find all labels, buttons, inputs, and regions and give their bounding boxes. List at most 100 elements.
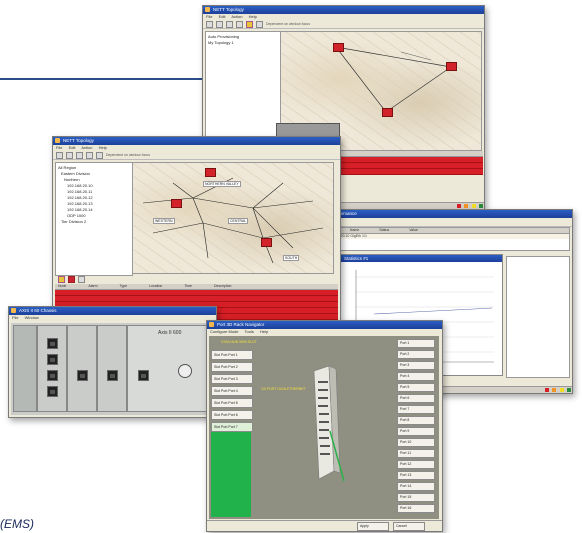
tree-item[interactable]: 192.168.20.10 (67, 183, 93, 188)
menu-file[interactable]: File (206, 14, 213, 19)
port-button[interactable]: Port 10 (397, 438, 435, 447)
column-header[interactable]: Value (409, 228, 418, 232)
ethernet-port[interactable] (47, 354, 58, 365)
save-icon[interactable] (76, 151, 83, 159)
table-row[interactable] (340, 169, 483, 175)
column-header[interactable]: Alarm (88, 284, 98, 288)
menu-action[interactable]: Action (81, 145, 93, 150)
column-header[interactable]: Time (184, 284, 192, 288)
ethernet-port[interactable] (138, 370, 149, 381)
column-header[interactable]: Name (349, 228, 360, 232)
slot-2[interactable] (37, 325, 67, 412)
tree-item[interactable]: All Region (58, 165, 77, 170)
ethernet-port[interactable] (47, 386, 58, 397)
slot-button[interactable]: Slot Port Port 2 (211, 362, 253, 372)
menu-help[interactable]: Help (98, 145, 107, 150)
menu-window[interactable]: Window (24, 315, 39, 320)
menu-edit[interactable]: Edit (68, 145, 76, 150)
cancel-button[interactable]: Cancel (393, 522, 425, 531)
cut-icon[interactable] (236, 20, 243, 28)
slot-button[interactable]: Slot Port Port 4 (211, 386, 253, 396)
slot-3[interactable] (67, 325, 97, 412)
network-node[interactable] (382, 108, 393, 117)
column-header[interactable]: Location (149, 284, 163, 288)
menu-help[interactable]: Help (248, 14, 257, 19)
slot-5[interactable]: Axis II 600 (127, 325, 213, 412)
port-button[interactable]: Port 15 (397, 493, 435, 502)
port-button[interactable]: Port 1 (397, 339, 435, 348)
network-node[interactable] (446, 62, 457, 71)
slot-button[interactable]: Slot Port Port 6 (211, 410, 253, 420)
table-row[interactable] (340, 163, 483, 169)
filter-icon[interactable] (58, 275, 65, 283)
network-node[interactable] (261, 238, 272, 247)
open-icon[interactable] (66, 151, 73, 159)
column-header[interactable]: Type (119, 284, 128, 288)
folder-icon[interactable] (246, 20, 253, 28)
port-button[interactable]: Port 14 (397, 482, 435, 491)
table-row[interactable] (55, 290, 338, 296)
title-bar[interactable]: AXIS II 60 Chassis (9, 307, 216, 315)
title-bar[interactable]: Performance (321, 210, 572, 218)
ethernet-port[interactable] (47, 338, 58, 349)
slot-button[interactable]: Slot Port Port 7 (211, 422, 253, 432)
table-row[interactable] (340, 157, 483, 163)
tree-item[interactable]: Tier Division 2 (61, 219, 87, 224)
apply-button[interactable]: Apply (357, 522, 389, 531)
column-header[interactable]: Description (214, 284, 232, 288)
new-icon[interactable] (56, 151, 63, 159)
title-bar[interactable]: NETT Topology (203, 6, 484, 14)
tree-item[interactable]: 192.168.20.13 (67, 201, 93, 206)
network-node[interactable] (333, 43, 344, 52)
port-button[interactable]: Port 4 (397, 372, 435, 381)
ethernet-port[interactable] (77, 370, 88, 381)
port-button[interactable]: Port 2 (397, 350, 435, 359)
tree-item[interactable]: ODP 1000 (67, 213, 86, 218)
tree-item[interactable]: Auto Provisioning (208, 34, 240, 39)
column-header[interactable]: Node (58, 284, 67, 288)
port-button[interactable]: Port 7 (397, 405, 435, 414)
tree-item[interactable]: Eastern Division (61, 171, 90, 176)
menu-action[interactable]: Action (231, 14, 243, 19)
slot-1[interactable] (13, 325, 37, 412)
port-button[interactable]: Port 8 (397, 416, 435, 425)
tree-item[interactable]: My Topology 1 (208, 40, 234, 45)
slot-button[interactable]: Slot Port Port 5 (211, 398, 253, 408)
port-button[interactable]: Port 3 (397, 361, 435, 370)
menu-file[interactable]: File (12, 315, 19, 320)
port-button[interactable]: Port 5 (397, 383, 435, 392)
menu-help[interactable]: Help (259, 329, 269, 334)
menu-tools[interactable]: Tools (244, 329, 254, 334)
open-icon[interactable] (216, 20, 223, 28)
slot-button[interactable]: Slot Port Port 1 (211, 350, 253, 360)
tree-item[interactable]: 192.168.20.12 (67, 195, 93, 200)
tree-item[interactable]: Northern (64, 177, 80, 182)
rack-3d-model[interactable] (294, 361, 374, 501)
slot-button[interactable]: Slot Port Port 3 (211, 374, 253, 384)
ethernet-port[interactable] (47, 370, 58, 381)
chart-title-bar[interactable]: Statistics #1 (334, 255, 502, 262)
ethernet-port[interactable] (107, 370, 118, 381)
tree-item[interactable]: 192.168.20.14 (67, 207, 93, 212)
port-button[interactable]: Port 12 (397, 460, 435, 469)
tree-item[interactable]: 192.168.20.11 (67, 189, 93, 194)
network-node[interactable] (171, 199, 182, 208)
table-row[interactable] (55, 296, 338, 302)
cut-icon[interactable] (86, 151, 93, 159)
port-button[interactable]: Port 6 (397, 394, 435, 403)
new-icon[interactable] (206, 20, 213, 28)
menu-edit[interactable]: Edit (218, 14, 226, 19)
refresh-icon[interactable] (256, 20, 263, 28)
slot-4[interactable] (97, 325, 127, 412)
topology-map[interactable]: NORTHERN VALLEY WESTERN CENTRAL SOUTH (132, 162, 334, 274)
save-icon[interactable] (226, 20, 233, 28)
menu-file[interactable]: File (56, 145, 63, 150)
refresh-icon[interactable] (96, 151, 103, 159)
network-node[interactable] (205, 168, 216, 177)
title-bar[interactable]: NETT Topology (53, 137, 340, 145)
port-button[interactable]: Port 16 (397, 504, 435, 513)
port-button[interactable]: Port 13 (397, 471, 435, 480)
alarm-icon[interactable] (68, 275, 75, 283)
column-header[interactable]: Status (379, 228, 390, 232)
port-button[interactable]: Port 11 (397, 449, 435, 458)
